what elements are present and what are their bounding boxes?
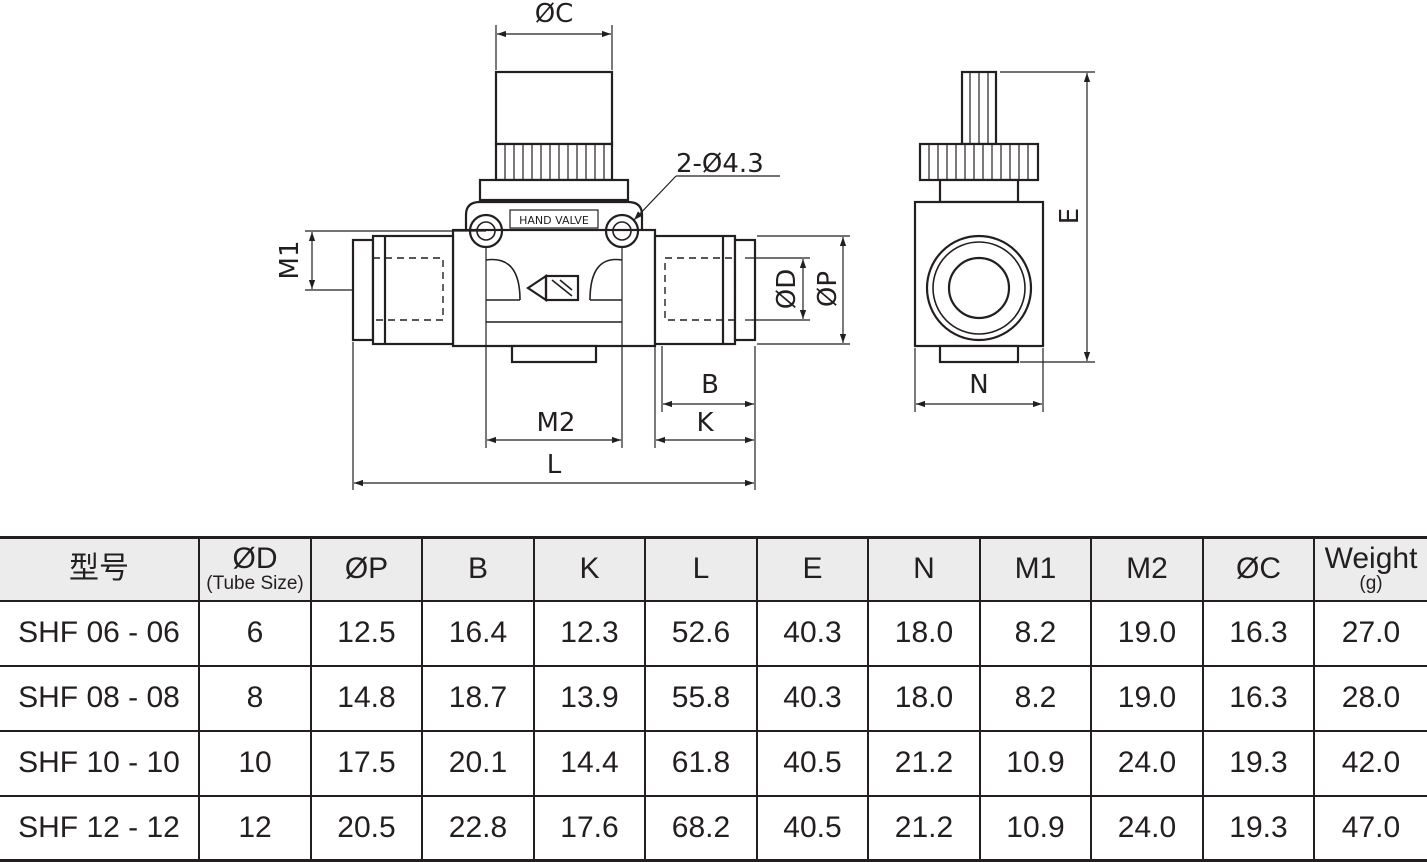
cell-m1: 10.9	[979, 794, 1092, 862]
header-n: N	[867, 536, 981, 602]
table-row: SHF 08 - 08 8 14.8 18.7 13.9 55.8 40.3 1…	[0, 664, 1427, 732]
cell-n: 21.2	[867, 729, 981, 797]
cell-b: 20.1	[421, 729, 535, 797]
cell-op: 20.5	[310, 794, 423, 862]
cell-model: SHF 12 - 12	[0, 794, 200, 862]
header-l: L	[644, 536, 758, 602]
k-label: K	[696, 408, 714, 438]
cell-m2: 19.0	[1090, 599, 1204, 667]
table-row: SHF 10 - 10 10 17.5 20.1 14.4 61.8 40.5 …	[0, 729, 1427, 797]
m1-label: M1	[275, 241, 305, 280]
oc-label: ØC	[535, 0, 574, 29]
header-k: K	[533, 536, 646, 602]
cell-op: 14.8	[310, 664, 423, 732]
cell-e: 40.3	[756, 664, 869, 732]
cell-oc: 16.3	[1202, 664, 1315, 732]
side-view	[913, 70, 1045, 364]
cell-od: 10	[198, 729, 312, 797]
table-row: SHF 12 - 12 12 20.5 22.8 17.6 68.2 40.5 …	[0, 794, 1427, 862]
cell-b: 16.4	[421, 599, 535, 667]
od-label: ØD	[772, 269, 802, 310]
cell-l: 52.6	[644, 599, 758, 667]
cell-weight: 28.0	[1313, 664, 1427, 732]
cell-od: 8	[198, 664, 312, 732]
n-label: N	[969, 370, 988, 400]
cell-n: 18.0	[867, 664, 981, 732]
header-model: 型号	[0, 536, 200, 602]
header-e: E	[756, 536, 869, 602]
op-label: ØP	[813, 271, 843, 307]
m2-label: M2	[537, 408, 576, 438]
header-row: 型号 ØD(Tube Size) ØP B K L E N M1 M2 ØC W…	[0, 536, 1427, 602]
header-b: B	[421, 536, 535, 602]
cell-oc: 19.3	[1202, 794, 1315, 862]
cell-b: 18.7	[421, 664, 535, 732]
cell-l: 68.2	[644, 794, 758, 862]
cell-e: 40.5	[756, 729, 869, 797]
cell-weight: 47.0	[1313, 794, 1427, 862]
e-label: E	[1055, 208, 1085, 224]
cell-oc: 16.3	[1202, 599, 1315, 667]
cell-l: 55.8	[644, 664, 758, 732]
cell-k: 14.4	[533, 729, 646, 797]
front-dimensions: ØC 2-Ø4.3 M1 ØD ØP B K M2	[275, 0, 850, 490]
cell-m1: 10.9	[979, 729, 1092, 797]
hole-note: 2-Ø4.3	[676, 149, 764, 179]
cell-b: 22.8	[421, 794, 535, 862]
cell-m1: 8.2	[979, 599, 1092, 667]
cell-model: SHF 08 - 08	[0, 664, 200, 732]
side-dimensions: E N	[914, 71, 1095, 412]
hand-valve-label: HAND VALVE	[519, 214, 589, 227]
header-weight: Weight(g)	[1313, 536, 1427, 602]
cell-m2: 24.0	[1090, 729, 1204, 797]
l-label: L	[547, 450, 562, 480]
technical-drawing: HAND VALVE ØC 2-Ø4.3 M1	[275, 0, 1095, 490]
cell-weight: 42.0	[1313, 729, 1427, 797]
cell-model: SHF 06 - 06	[0, 599, 200, 667]
header-m1: M1	[979, 536, 1092, 602]
cell-l: 61.8	[644, 729, 758, 797]
header-od: ØD(Tube Size)	[198, 536, 312, 602]
cell-n: 21.2	[867, 794, 981, 862]
cell-e: 40.5	[756, 794, 869, 862]
header-op: ØP	[310, 536, 423, 602]
cell-od: 12	[198, 794, 312, 862]
header-m2: M2	[1090, 536, 1204, 602]
cell-k: 12.3	[533, 599, 646, 667]
front-view: HAND VALVE	[351, 70, 757, 364]
spec-table: 型号 ØD(Tube Size) ØP B K L E N M1 M2 ØC W…	[0, 536, 1427, 862]
b-label: B	[701, 370, 719, 400]
cell-oc: 19.3	[1202, 729, 1315, 797]
cell-k: 13.9	[533, 664, 646, 732]
cell-od: 6	[198, 599, 312, 667]
cell-k: 17.6	[533, 794, 646, 862]
cell-op: 12.5	[310, 599, 423, 667]
cell-model: SHF 10 - 10	[0, 729, 200, 797]
header-oc: ØC	[1202, 536, 1315, 602]
cell-e: 40.3	[756, 599, 869, 667]
table-row: SHF 06 - 06 6 12.5 16.4 12.3 52.6 40.3 1…	[0, 599, 1427, 667]
cell-m2: 24.0	[1090, 794, 1204, 862]
cell-op: 17.5	[310, 729, 423, 797]
cell-m2: 19.0	[1090, 664, 1204, 732]
cell-m1: 8.2	[979, 664, 1092, 732]
cell-n: 18.0	[867, 599, 981, 667]
cell-weight: 27.0	[1313, 599, 1427, 667]
